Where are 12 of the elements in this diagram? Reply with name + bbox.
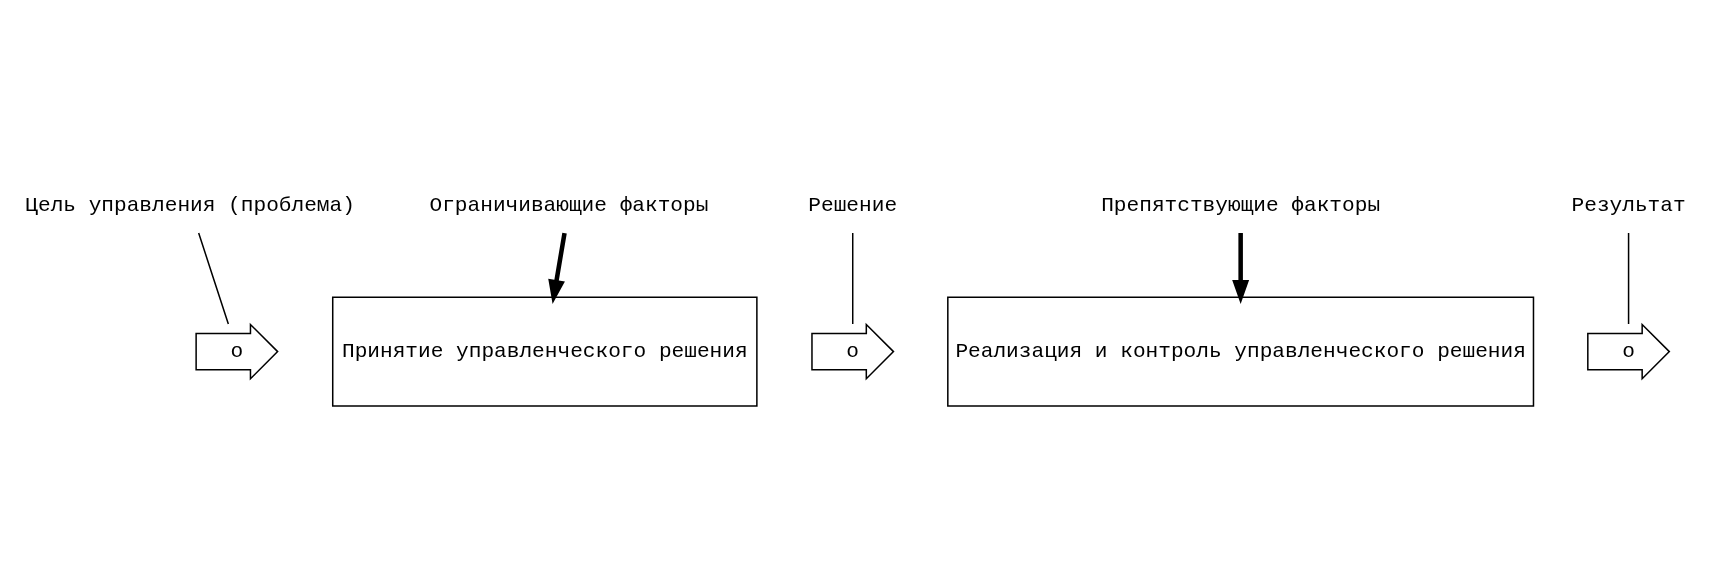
- node-text: Результат: [1571, 192, 1686, 217]
- node-text: Решение: [808, 192, 898, 217]
- connector: [1627, 232, 1630, 325]
- connector: [197, 232, 230, 325]
- node-box: Реализация и контроль управленческого решения: [947, 296, 1535, 407]
- node-box: Принятие управленческого решения: [331, 296, 758, 407]
- node-text: Препятствующие факторы: [1101, 192, 1381, 217]
- connector: [851, 232, 854, 325]
- node-text: Ограничивающие факторы: [429, 192, 709, 217]
- arrow: [548, 232, 567, 304]
- arrow: [1232, 233, 1250, 305]
- node-text: Цель управления (проблема): [25, 192, 355, 217]
